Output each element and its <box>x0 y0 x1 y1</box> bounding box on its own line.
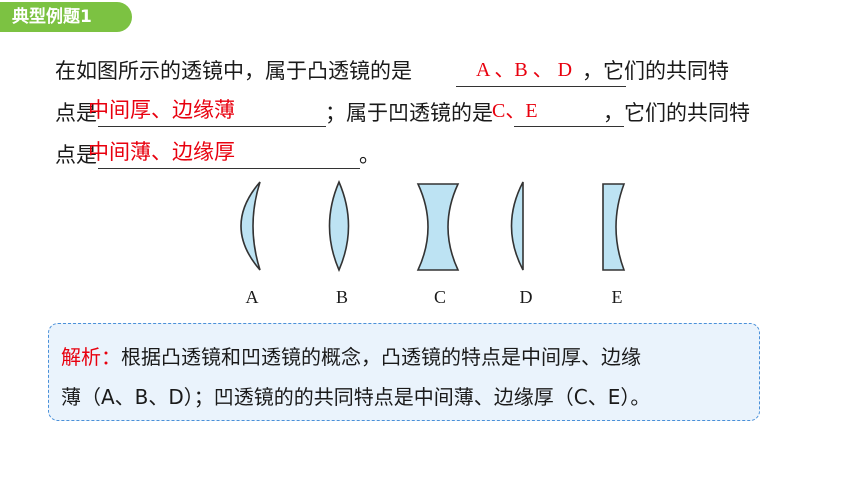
lens-e-shape <box>602 183 626 271</box>
lens-label-e: E <box>611 287 623 307</box>
answer-blank-convex-feature <box>98 100 326 127</box>
example-badge: 典型例题1 <box>0 2 132 32</box>
lens-c-shape <box>416 183 460 271</box>
question-text: ；属于凹透镜的是 <box>325 101 493 125</box>
explanation-line-1: 解析：根据凸透镜和凹透镜的概念，凸透镜的特点是中间厚、边缘 <box>61 342 641 372</box>
lens-label-d: D <box>519 287 533 307</box>
question-text: 在如图所示的透镜中，属于凸透镜的是 <box>55 59 412 83</box>
explanation-label: 解析： <box>61 345 121 369</box>
question-text: 点是 <box>55 101 97 125</box>
answer-concave-feature: 中间薄、边缘厚 <box>88 140 235 164</box>
answer-concave-lenses: C、E <box>492 100 538 122</box>
explanation-line-2: 薄（A、B、D）；凹透镜的的共同特点是中间薄、边缘厚（C、E）。 <box>61 385 651 409</box>
lens-label-a: A <box>245 287 259 307</box>
answer-blank-convex <box>456 60 626 87</box>
question-text: 。 <box>359 143 380 167</box>
answer-convex-lenses: A 、B 、 D <box>476 59 573 81</box>
question-text: 点是 <box>55 143 97 167</box>
lens-label-c: C <box>433 287 446 307</box>
answer-blank-concave <box>514 100 624 127</box>
explanation-text: 根据凸透镜和凹透镜的概念，凸透镜的特点是中间厚、边缘 <box>121 345 641 369</box>
lens-a-shape <box>240 181 261 271</box>
answer-convex-feature: 中间厚、边缘薄 <box>88 98 235 122</box>
explanation-box: 解析：根据凸透镜和凹透镜的概念，凸透镜的特点是中间厚、边缘 薄（A、B、D）；凹… <box>48 323 760 421</box>
question-line-2: 点是 ；属于凹透镜的是 ，它们的共同特 <box>55 98 750 128</box>
question-line-3: 点是 。 <box>55 140 380 170</box>
lens-b-shape <box>328 179 350 273</box>
question-text: ，它们的共同特 <box>603 101 750 125</box>
question-text: ，它们的共同特 <box>582 59 729 83</box>
lens-d-shape <box>510 181 524 271</box>
lens-label-b: B <box>335 287 348 307</box>
question-line-1: 在如图所示的透镜中，属于凸透镜的是 ，它们的共同特 <box>55 56 729 86</box>
answer-blank-concave-feature <box>98 142 360 169</box>
